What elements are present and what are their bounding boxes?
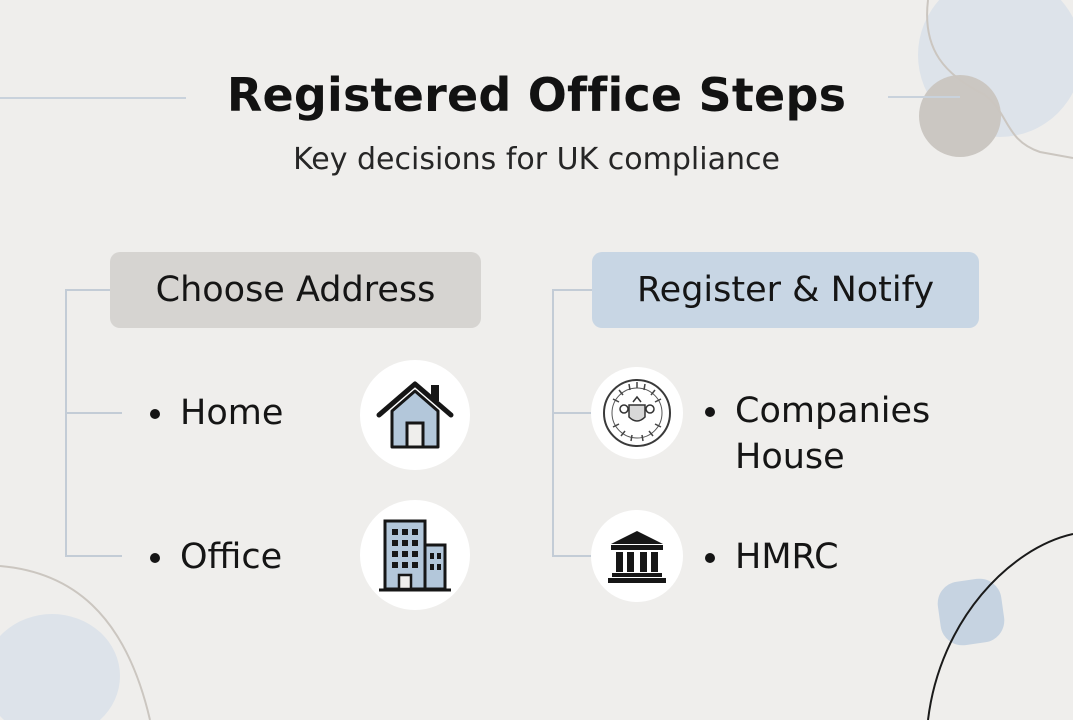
government-building-icon [608,531,666,583]
list-item-office: Office [150,534,282,580]
home-label: Home [180,393,284,433]
hmrc-label: HMRC [735,537,839,577]
decor-rounded-square [937,578,1005,646]
right-connector-line [552,289,593,557]
decor-curve-bottom-right [927,533,1073,720]
list-item-home: Home [150,390,283,436]
decor-curve-bottom-left [0,565,151,720]
bullet-dot [150,409,160,419]
choose-address-header: Choose Address [110,252,481,328]
office-label: Office [180,537,283,577]
house-icon-badge [360,360,470,470]
register-notify-header: Register & Notify [592,252,979,328]
bullet-dot [705,407,715,417]
companies-house-seal-icon [603,379,671,447]
bullet-dot [705,553,715,563]
diagram-subtitle: Key decisions for UK compliance [293,142,780,177]
decor-circle-small [919,75,1001,157]
office-building-icon-badge [360,500,470,610]
list-item-hmrc: HMRC [705,534,839,580]
office-building-icon [379,519,451,592]
decor-curve-top [926,0,1073,159]
companies-house-seal-icon-badge [591,367,683,459]
bullet-dot [150,553,160,563]
list-item-companies-house: Companies House [705,388,995,480]
companies-house-label: Companies House [735,391,931,477]
decor-circle-bottom-left [0,614,120,720]
left-connector-line [65,289,122,557]
diagram-title: Registered Office Steps [226,68,847,122]
house-icon [376,381,454,449]
government-building-icon-badge [591,510,683,602]
